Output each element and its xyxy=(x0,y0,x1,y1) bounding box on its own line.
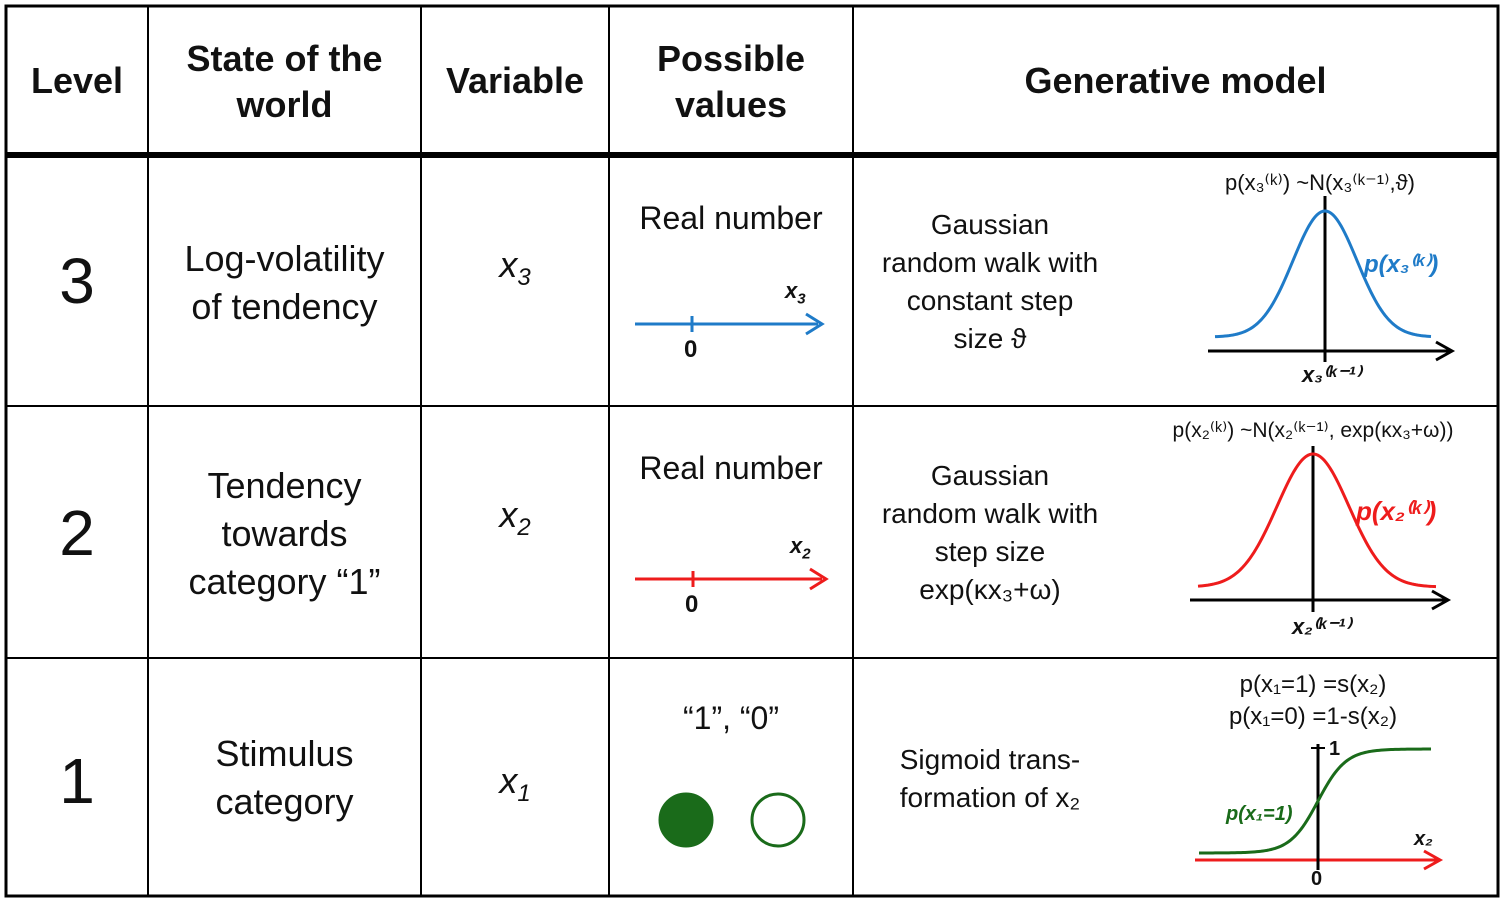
row2-state-line1: Tendency xyxy=(207,465,362,506)
row1-level: 1 xyxy=(59,745,95,817)
row2-zero-label: 0 xyxy=(685,591,699,618)
row3-state-line2: of tendency xyxy=(191,286,378,327)
row1-model-line1: Sigmoid trans- xyxy=(899,744,1081,775)
row3-variable: x3 xyxy=(421,244,609,292)
header-level: Level xyxy=(30,60,124,101)
row2-axis-label: x2 xyxy=(790,533,811,562)
row1-state-line1: Stimulus xyxy=(215,733,354,774)
row2-axis-label-sub: 2 xyxy=(802,545,811,563)
row2-model-line2: random walk with xyxy=(881,498,1099,529)
row3-gaussian-curve xyxy=(1214,209,1432,339)
row3-model-line4: size ϑ xyxy=(953,323,1027,354)
row3-model-line3: constant step xyxy=(906,285,1074,316)
row3-level: 3 xyxy=(59,245,95,317)
header-values-line2: values xyxy=(674,84,788,125)
row3-formula: p(x₃⁽ᵏ⁾) ~N(x₃⁽ᵏ⁻¹⁾,ϑ) xyxy=(1225,170,1415,195)
row2-gaussian-curve xyxy=(1197,452,1437,589)
row3-axis-label-symbol: x xyxy=(785,278,798,303)
header-variable: Variable xyxy=(445,60,585,101)
row2-level: 2 xyxy=(59,497,95,569)
row1-zero-label: 0 xyxy=(1311,868,1323,890)
row1-formula-line2: p(x₁=0) =1-s(x₂) xyxy=(1228,703,1398,730)
row2-curve-x-label: x₂⁽ᵏ⁻¹⁾ xyxy=(1292,614,1351,639)
header-generative-model: Generative model xyxy=(1024,60,1327,101)
row1-axis-label: x₂ xyxy=(1414,828,1433,850)
row1-state-line2: category xyxy=(215,781,354,822)
row2-formula: p(x₂⁽ᵏ⁾) ~N(x₂⁽ᵏ⁻¹⁾, exp(κx₃+ω)) xyxy=(1172,419,1454,442)
row1-model-line2: formation of x₂ xyxy=(899,782,1081,813)
empty-circle-icon xyxy=(750,792,806,848)
row2-model-text: Gaussian random walk with step size exp(… xyxy=(858,457,1122,609)
row1-variable-sub: 1 xyxy=(517,780,531,808)
filled-circle-icon xyxy=(658,792,714,848)
header-state-of-the-world: State of the world xyxy=(148,36,421,128)
row3-variable-symbol: x xyxy=(499,244,518,285)
row2-model-line4: exp(κx₃+ω) xyxy=(919,574,1061,605)
row3-model-text: Gaussian random walk with constant step … xyxy=(858,206,1122,358)
row3-zero-label: 0 xyxy=(684,336,698,363)
row2-state-line2: towards xyxy=(221,513,348,554)
row2-state: Tendency towards category “1” xyxy=(148,462,421,606)
row1-formula-line1: p(x₁=1) =s(x₂) xyxy=(1239,671,1387,698)
row2-variable-sub: 2 xyxy=(517,514,531,542)
row3-curve-label: p(x₃⁽ᵏ⁾) xyxy=(1364,251,1439,278)
row2-variable: x2 xyxy=(421,494,609,542)
row3-model-line1: Gaussian xyxy=(930,209,1050,240)
row3-axis-label-sub: 3 xyxy=(797,290,806,308)
row3-axis-label: x3 xyxy=(785,278,806,307)
row1-model-text: Sigmoid trans- formation of x₂ xyxy=(858,741,1122,817)
row1-values-text: “1”, “0” xyxy=(683,700,779,736)
row1-variable-symbol: x xyxy=(499,760,518,801)
row2-axis-label-symbol: x xyxy=(790,533,803,558)
row2-model-line3: step size xyxy=(934,536,1046,567)
row2-variable-symbol: x xyxy=(499,494,518,535)
row3-model-line2: random walk with xyxy=(881,247,1099,278)
row1-y-tick-label: 1 xyxy=(1329,738,1341,760)
row3-variable-sub: 3 xyxy=(517,264,531,292)
row3-state-line1: Log-volatility xyxy=(184,238,385,279)
row1-state: Stimulus category xyxy=(148,730,421,826)
header-state-line2: world xyxy=(236,84,333,125)
row1-curve-label: p(x₁=1) xyxy=(1226,803,1293,825)
row2-model-line1: Gaussian xyxy=(930,460,1050,491)
row2-values-text: Real number xyxy=(639,450,823,486)
row2-state-line3: category “1” xyxy=(188,561,381,602)
row1-variable: x1 xyxy=(421,760,609,808)
row2-curve-label: p(x₂⁽ᵏ⁾) xyxy=(1356,496,1437,526)
header-possible-values: Possible values xyxy=(609,36,853,128)
row3-state: Log-volatility of tendency xyxy=(148,235,421,331)
row3-curve-x-label: x₃⁽ᵏ⁻¹⁾ xyxy=(1302,362,1361,387)
row1-sigmoid-curve xyxy=(1199,747,1432,855)
header-state-line1: State of the xyxy=(186,38,383,79)
row3-values-text: Real number xyxy=(639,200,823,236)
header-values-line1: Possible xyxy=(656,38,806,79)
